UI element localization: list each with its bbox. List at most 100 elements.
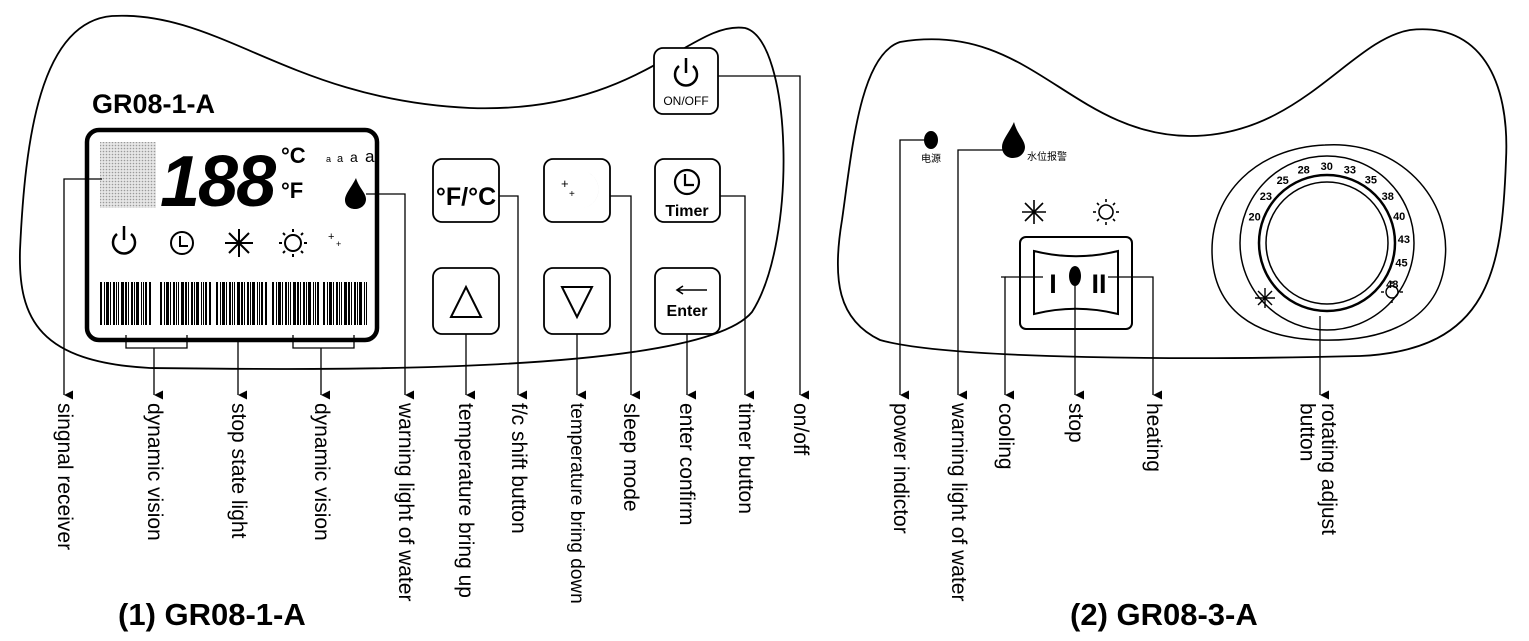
bar-segment: [257, 282, 258, 325]
bar-segment: [357, 282, 358, 325]
bar-segment: [222, 282, 225, 325]
bar-segment: [272, 282, 274, 325]
bar-segment: [278, 282, 281, 325]
sun-icon: [1381, 281, 1403, 303]
bar-segment: [188, 282, 189, 325]
bar-segment: [288, 282, 289, 325]
bar-segment: [181, 282, 184, 325]
bar-segment: [259, 282, 260, 325]
panel2-leaders: [899, 139, 1329, 400]
water-alarm-light: 水位报警: [1002, 122, 1067, 163]
bar-segment: [344, 282, 347, 325]
bar-segment: [329, 282, 332, 325]
temp-down-button[interactable]: [543, 267, 611, 335]
bar-segment: [354, 282, 356, 325]
bar-segment: [293, 282, 296, 325]
bar-segment: [339, 282, 340, 325]
svg-text:Enter: Enter: [667, 303, 708, 320]
caption-panel2: (2) GR08-3-A: [1070, 597, 1258, 632]
signal-receiver: [100, 142, 156, 208]
bar-segment: [203, 282, 204, 325]
label-timer-button: timer button: [734, 403, 757, 514]
enter-button[interactable]: Enter: [654, 267, 721, 335]
label-signal-receiver: singnal receiver: [53, 403, 76, 551]
rocker-switch[interactable]: I II: [1019, 236, 1133, 330]
triangle-down-icon: [560, 286, 594, 320]
svg-text:a: a: [326, 154, 331, 164]
bar-segment: [136, 282, 139, 325]
svg-text:a: a: [337, 153, 344, 165]
svg-text:电源: 电源: [921, 152, 941, 165]
dial-tick-label: 33: [1344, 165, 1356, 177]
timer-button[interactable]: Timer: [654, 158, 721, 223]
bar-segment: [166, 282, 169, 325]
label-fc-shift: f/c shift button: [507, 403, 530, 534]
bar-segment: [131, 282, 133, 325]
bar-segment: [366, 282, 367, 325]
bar-segment: [290, 282, 291, 325]
moon-stars-icon: ++: [328, 229, 356, 259]
model-label: GR08-1-A: [92, 89, 215, 119]
dial-tick-label: 38: [1382, 191, 1394, 203]
snowflake-icon: [1022, 200, 1046, 224]
bar-segment: [100, 282, 102, 325]
power-icon: [111, 226, 137, 255]
label-power-indicator: power indictor: [889, 403, 912, 534]
bar-segment: [164, 282, 165, 325]
bar-segment: [327, 282, 328, 325]
bar-segment: [341, 282, 342, 325]
sun-icon: [279, 229, 307, 257]
clock-icon: [170, 231, 194, 255]
bar-segment: [201, 282, 202, 325]
label-temp-up: temperature bring up: [454, 403, 477, 598]
svg-text:+: +: [561, 176, 569, 191]
label-dynamic-vision-2: dynamic vision: [310, 403, 333, 541]
fc-shift-button[interactable]: °F/°C: [432, 158, 500, 223]
bar-segment: [134, 282, 135, 325]
bar-segment: [143, 282, 144, 325]
label-stop: stop: [1064, 403, 1087, 443]
label-enter-confirm: enter confirm: [675, 403, 698, 526]
bar-segment: [116, 282, 117, 325]
snowflake-icon: [1255, 288, 1275, 308]
power-indicator-light: 电源: [921, 131, 941, 165]
label-cooling: cooling: [994, 403, 1017, 470]
enter-arrow-icon: [675, 285, 707, 295]
label-on-off: on/off: [789, 403, 812, 456]
svg-text:a: a: [350, 149, 358, 165]
bar-segment: [285, 282, 287, 325]
svg-text:°F/°C: °F/°C: [436, 183, 496, 211]
bar-segment: [306, 282, 307, 325]
bar-segment: [237, 282, 240, 325]
bar-segment: [220, 282, 221, 325]
snowflake-icon: [225, 229, 253, 257]
dial-tick-label: 20: [1248, 212, 1260, 224]
bar-segment: [250, 282, 251, 325]
dial-tick-label: 25: [1277, 175, 1289, 187]
bar-segment: [196, 282, 199, 325]
sleep-mode-button[interactable]: ++: [543, 158, 611, 223]
bar-segment: [241, 282, 243, 325]
bar-segment: [317, 282, 319, 325]
panel1-outline: [19, 14, 785, 370]
bar-segment: [308, 282, 311, 325]
svg-text:Timer: Timer: [665, 203, 708, 220]
onoff-button[interactable]: ON/OFF: [653, 47, 719, 115]
panel1-leaders: [63, 75, 809, 395]
lcd-unit-f: °F: [281, 178, 303, 203]
triangle-up-icon: [449, 284, 483, 318]
bar-segment: [106, 282, 109, 325]
water-drop-icon: [345, 178, 366, 209]
bar-segment: [265, 282, 267, 325]
label-warning-light-water-2: warning light of water: [947, 403, 970, 602]
bar-segment: [176, 282, 177, 325]
dial-tick-label: 30: [1321, 161, 1333, 173]
bar-segment: [297, 282, 299, 325]
bar-segment: [121, 282, 124, 325]
label-heating: heating: [1142, 403, 1165, 472]
temp-up-button[interactable]: [432, 267, 500, 335]
